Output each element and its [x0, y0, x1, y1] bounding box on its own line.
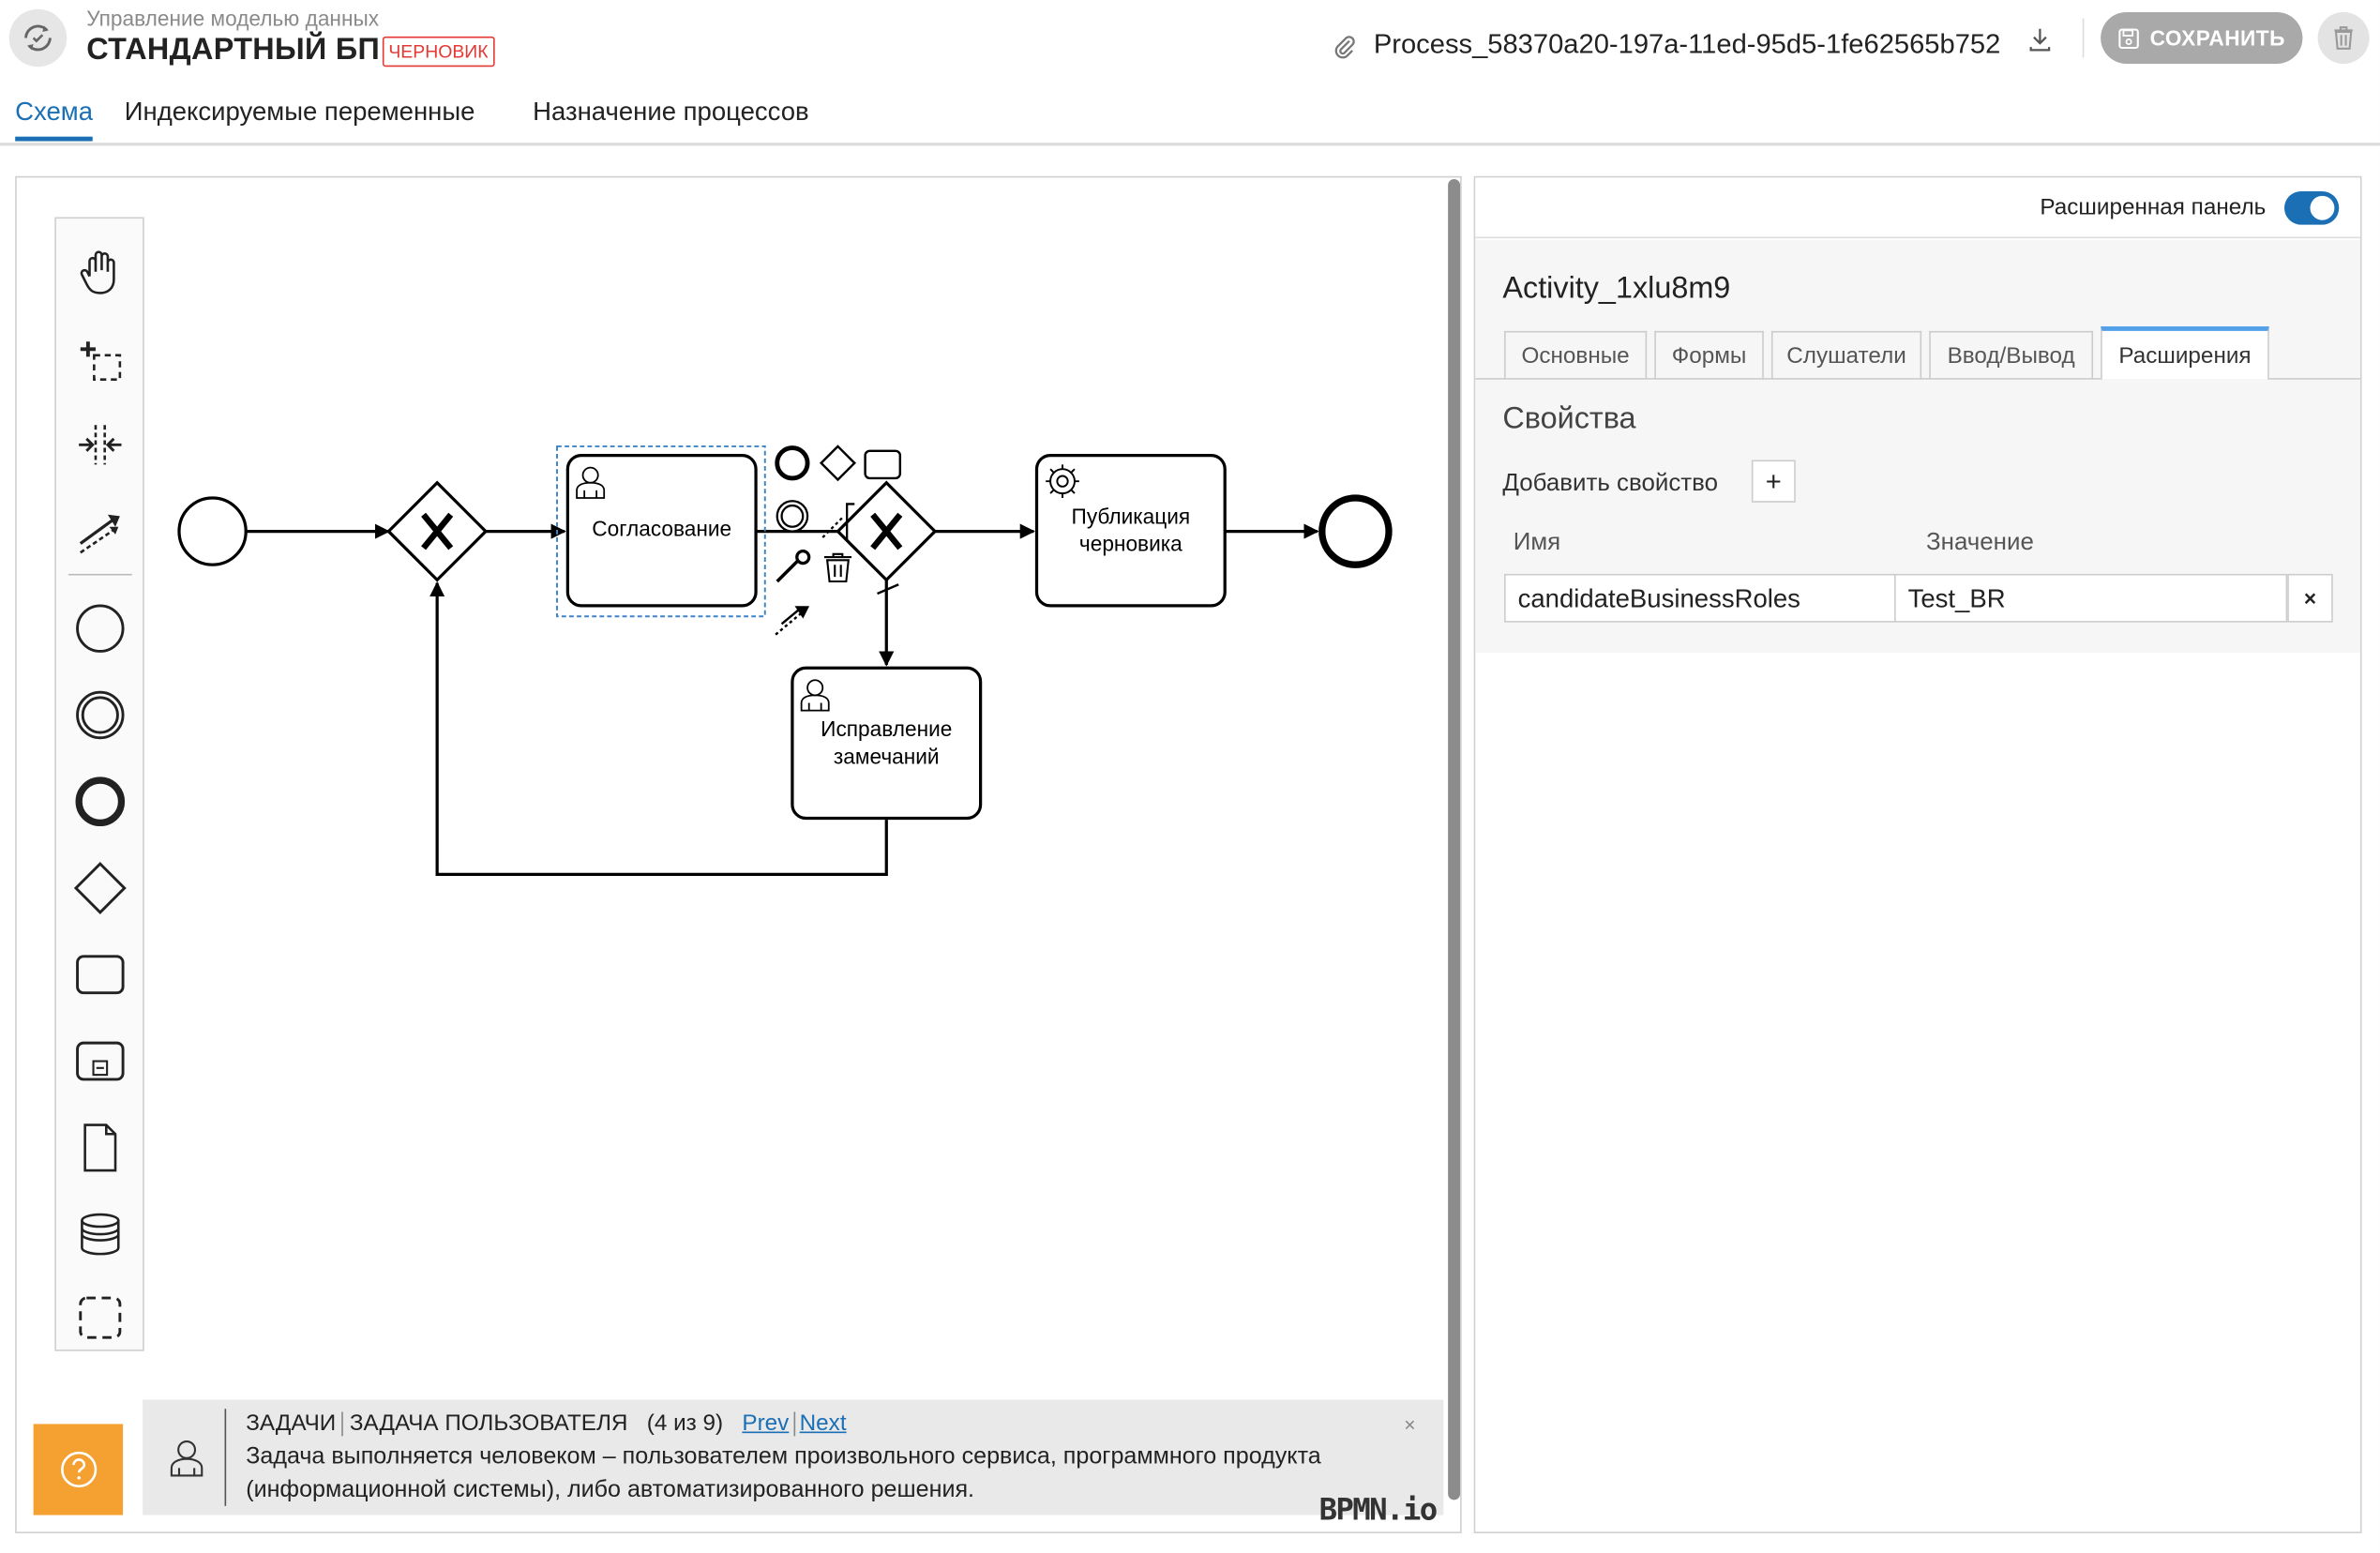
delete-process-button[interactable]: [2317, 11, 2370, 64]
toggle-knob: [2310, 195, 2335, 220]
task-approval[interactable]: [565, 454, 758, 608]
user-icon: [164, 1435, 210, 1481]
data-store-tool-icon[interactable]: [56, 1197, 143, 1273]
default-flow-marker: [877, 583, 899, 596]
task-publish-label-line2: черновика: [1078, 531, 1182, 556]
subprocess-tool-icon[interactable]: [56, 1023, 143, 1099]
save-button[interactable]: СОХРАНИТЬ: [2101, 11, 2303, 64]
task-publish-label-line1: Публикация: [1071, 504, 1191, 529]
tab-process-assignment[interactable]: Назначение процессов: [533, 97, 809, 127]
connect-tool-icon[interactable]: [56, 493, 143, 569]
task-publish-draft[interactable]: [1034, 454, 1227, 608]
paperclip-icon[interactable]: [1333, 34, 1357, 61]
bpmn-io-watermark[interactable]: BPMN.io: [1318, 1490, 1439, 1528]
panel-toolbar: [1475, 177, 2360, 239]
info-type: ЗАДАЧА ПОЛЬЗОВАТЕЛЯ: [349, 1410, 628, 1437]
task-fix-remarks[interactable]: [791, 666, 983, 821]
append-gateway-icon[interactable]: [819, 445, 856, 482]
sequence-flows[interactable]: [246, 523, 1319, 877]
tab-extensions[interactable]: Расширения: [2101, 326, 2269, 380]
info-close-button[interactable]: ×: [1404, 1413, 1416, 1437]
intermediate-event-tool-icon[interactable]: [56, 677, 143, 753]
palette-separator: [68, 573, 132, 576]
info-category: ЗАДАЧИ: [246, 1410, 337, 1437]
save-button-label: СОХРАНИТЬ: [2149, 25, 2285, 51]
selection-outline: [556, 445, 766, 618]
exclusive-gateway-decision[interactable]: [836, 480, 938, 582]
tab-input-output[interactable]: Ввод/Вывод: [1929, 330, 2094, 380]
append-text-annotation-icon[interactable]: [821, 515, 845, 538]
context-pad: [775, 445, 902, 636]
help-button[interactable]: [33, 1424, 124, 1515]
diagram-canvas[interactable]: [15, 175, 1462, 1533]
property-name-input[interactable]: candidateBusinessRoles: [1504, 573, 1896, 623]
hand-tool-icon[interactable]: [56, 234, 143, 309]
header-subtitle: Управление моделью данных: [86, 6, 380, 31]
lasso-tool-icon[interactable]: [56, 321, 143, 397]
tab-general[interactable]: Основные: [1504, 330, 1648, 380]
column-name-header: Имя: [1513, 529, 1561, 556]
trash-icon: [2334, 26, 2353, 50]
download-icon[interactable]: [2025, 24, 2055, 54]
task-approval-label: Согласование: [592, 516, 732, 541]
info-description: Задача выполняется человеком – пользоват…: [246, 1443, 1321, 1503]
start-event-tool-icon[interactable]: [56, 591, 143, 667]
end-event-tool-icon[interactable]: [56, 763, 143, 839]
floppy-icon: [2118, 27, 2140, 49]
task-fix-label-line1: Исправление: [821, 716, 953, 741]
add-property-label: Добавить свойство: [1502, 470, 1719, 497]
append-task-icon[interactable]: [864, 449, 902, 480]
user-task-icon: [800, 679, 830, 712]
tab-listeners[interactable]: Слушатели: [1770, 330, 1922, 380]
end-event[interactable]: [1318, 494, 1393, 568]
add-property-button[interactable]: +: [1751, 460, 1796, 503]
tab-forms[interactable]: Формы: [1654, 330, 1764, 380]
question-icon: [60, 1451, 97, 1488]
app-logo-icon: [8, 8, 68, 68]
connect-icon[interactable]: [775, 606, 810, 636]
info-counter: (4 из 9): [646, 1410, 724, 1437]
page-title: СТАНДАРТНЫЙ БП: [86, 33, 381, 68]
info-header: ЗАДАЧИ ЗАДАЧА ПОЛЬЗОВАТЕЛЯ (4 из 9) Prev N…: [246, 1410, 847, 1437]
column-value-header: Значение: [1926, 529, 2034, 556]
gateway-tool-icon[interactable]: [56, 851, 143, 927]
tab-schema[interactable]: Схема: [15, 98, 94, 142]
process-id-label: Process_58370a20-197a-11ed-95d5-1fe62565…: [1373, 28, 2001, 60]
status-badge: ЧЕРНОВИК: [382, 36, 495, 68]
append-end-event-icon[interactable]: [775, 445, 810, 481]
element-info-box: [143, 1399, 1444, 1515]
header-divider: [2082, 18, 2085, 58]
tabs-divider: [0, 143, 2380, 146]
delete-property-button[interactable]: ×: [2287, 573, 2333, 623]
space-tool-icon[interactable]: [56, 407, 143, 483]
service-task-gear-icon: [1046, 464, 1079, 498]
start-event[interactable]: [177, 496, 248, 566]
wrench-icon[interactable]: [776, 550, 811, 583]
advanced-panel-toggle[interactable]: [2283, 190, 2340, 225]
exclusive-gateway-merge[interactable]: [386, 480, 489, 582]
task-publish-label: Публикация черновика: [1037, 503, 1226, 557]
task-fix-label-line2: замечаний: [833, 744, 940, 769]
canvas-scrollbar[interactable]: [1448, 179, 1461, 1500]
task-tool-icon[interactable]: [56, 937, 143, 1013]
bpmn-diagram: [177, 445, 1393, 877]
append-intermediate-event-icon[interactable]: [776, 500, 809, 533]
panel-tabs-divider: [1475, 378, 2360, 380]
activity-id: Activity_1xlu8m9: [1502, 271, 1731, 306]
user-task-icon: [576, 466, 606, 499]
trash-icon[interactable]: [823, 552, 852, 583]
task-fix-label: Исправление замечаний: [792, 715, 981, 769]
tool-palette: [54, 217, 144, 1351]
info-prev-link[interactable]: Prev: [742, 1410, 790, 1437]
data-object-tool-icon[interactable]: [56, 1109, 143, 1185]
properties-title: Свойства: [1502, 401, 1636, 436]
info-next-link[interactable]: Next: [799, 1410, 847, 1437]
tab-indexed-variables[interactable]: Индексируемые переменные: [124, 97, 475, 127]
group-tool-icon[interactable]: [56, 1280, 143, 1356]
advanced-panel-label: Расширенная панель: [2040, 194, 2267, 220]
property-value-input[interactable]: Test_BR: [1894, 573, 2288, 623]
info-divider: [224, 1409, 227, 1506]
